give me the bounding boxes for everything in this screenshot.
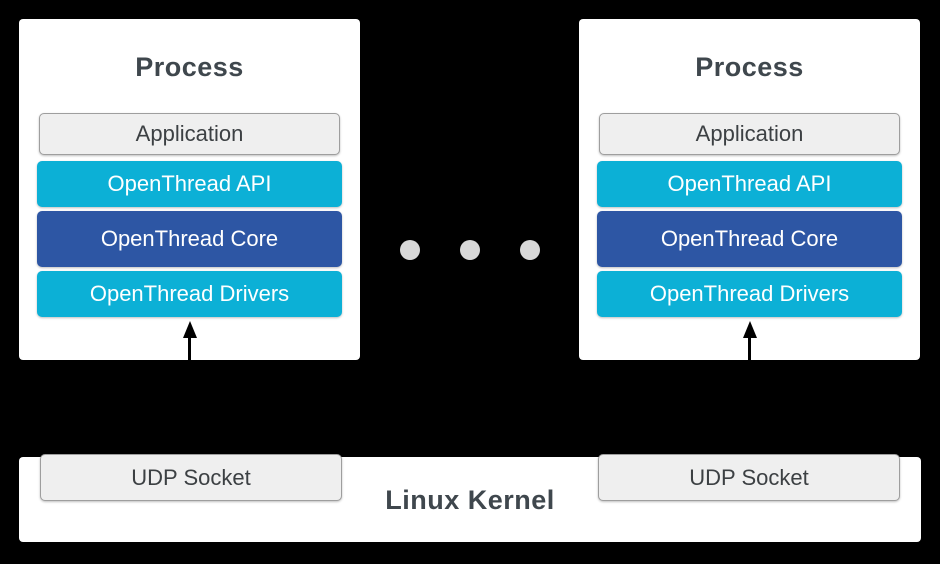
udp-socket-right: UDP Socket	[598, 454, 900, 501]
layer-application: Application	[39, 113, 340, 155]
udp-socket-left: UDP Socket	[40, 454, 342, 501]
arrow-shaft	[188, 338, 191, 360]
up-arrow-icon	[742, 321, 758, 360]
up-arrow-icon	[182, 321, 198, 360]
process-box-right: Process Application OpenThread API OpenT…	[579, 19, 920, 360]
layer-openthread-api: OpenThread API	[37, 161, 342, 207]
layer-openthread-drivers: OpenThread Drivers	[597, 271, 902, 317]
process-box-left: Process Application OpenThread API OpenT…	[19, 19, 360, 360]
ellipsis-dots	[400, 240, 540, 260]
layer-stack: Application OpenThread API OpenThread Co…	[597, 113, 902, 321]
layer-openthread-drivers: OpenThread Drivers	[37, 271, 342, 317]
process-title: Process	[135, 52, 244, 82]
layer-stack: Application OpenThread API OpenThread Co…	[37, 113, 342, 321]
layer-openthread-api: OpenThread API	[597, 161, 902, 207]
arrowhead	[182, 321, 197, 338]
arrow-shaft	[748, 338, 751, 360]
dot-icon	[520, 240, 540, 260]
dot-icon	[460, 240, 480, 260]
layer-openthread-core: OpenThread Core	[597, 211, 902, 267]
arrowhead	[742, 321, 757, 338]
process-title: Process	[695, 52, 804, 82]
layer-openthread-core: OpenThread Core	[37, 211, 342, 267]
linux-kernel-label: Linux Kernel	[385, 485, 555, 515]
layer-application: Application	[599, 113, 900, 155]
dot-icon	[400, 240, 420, 260]
